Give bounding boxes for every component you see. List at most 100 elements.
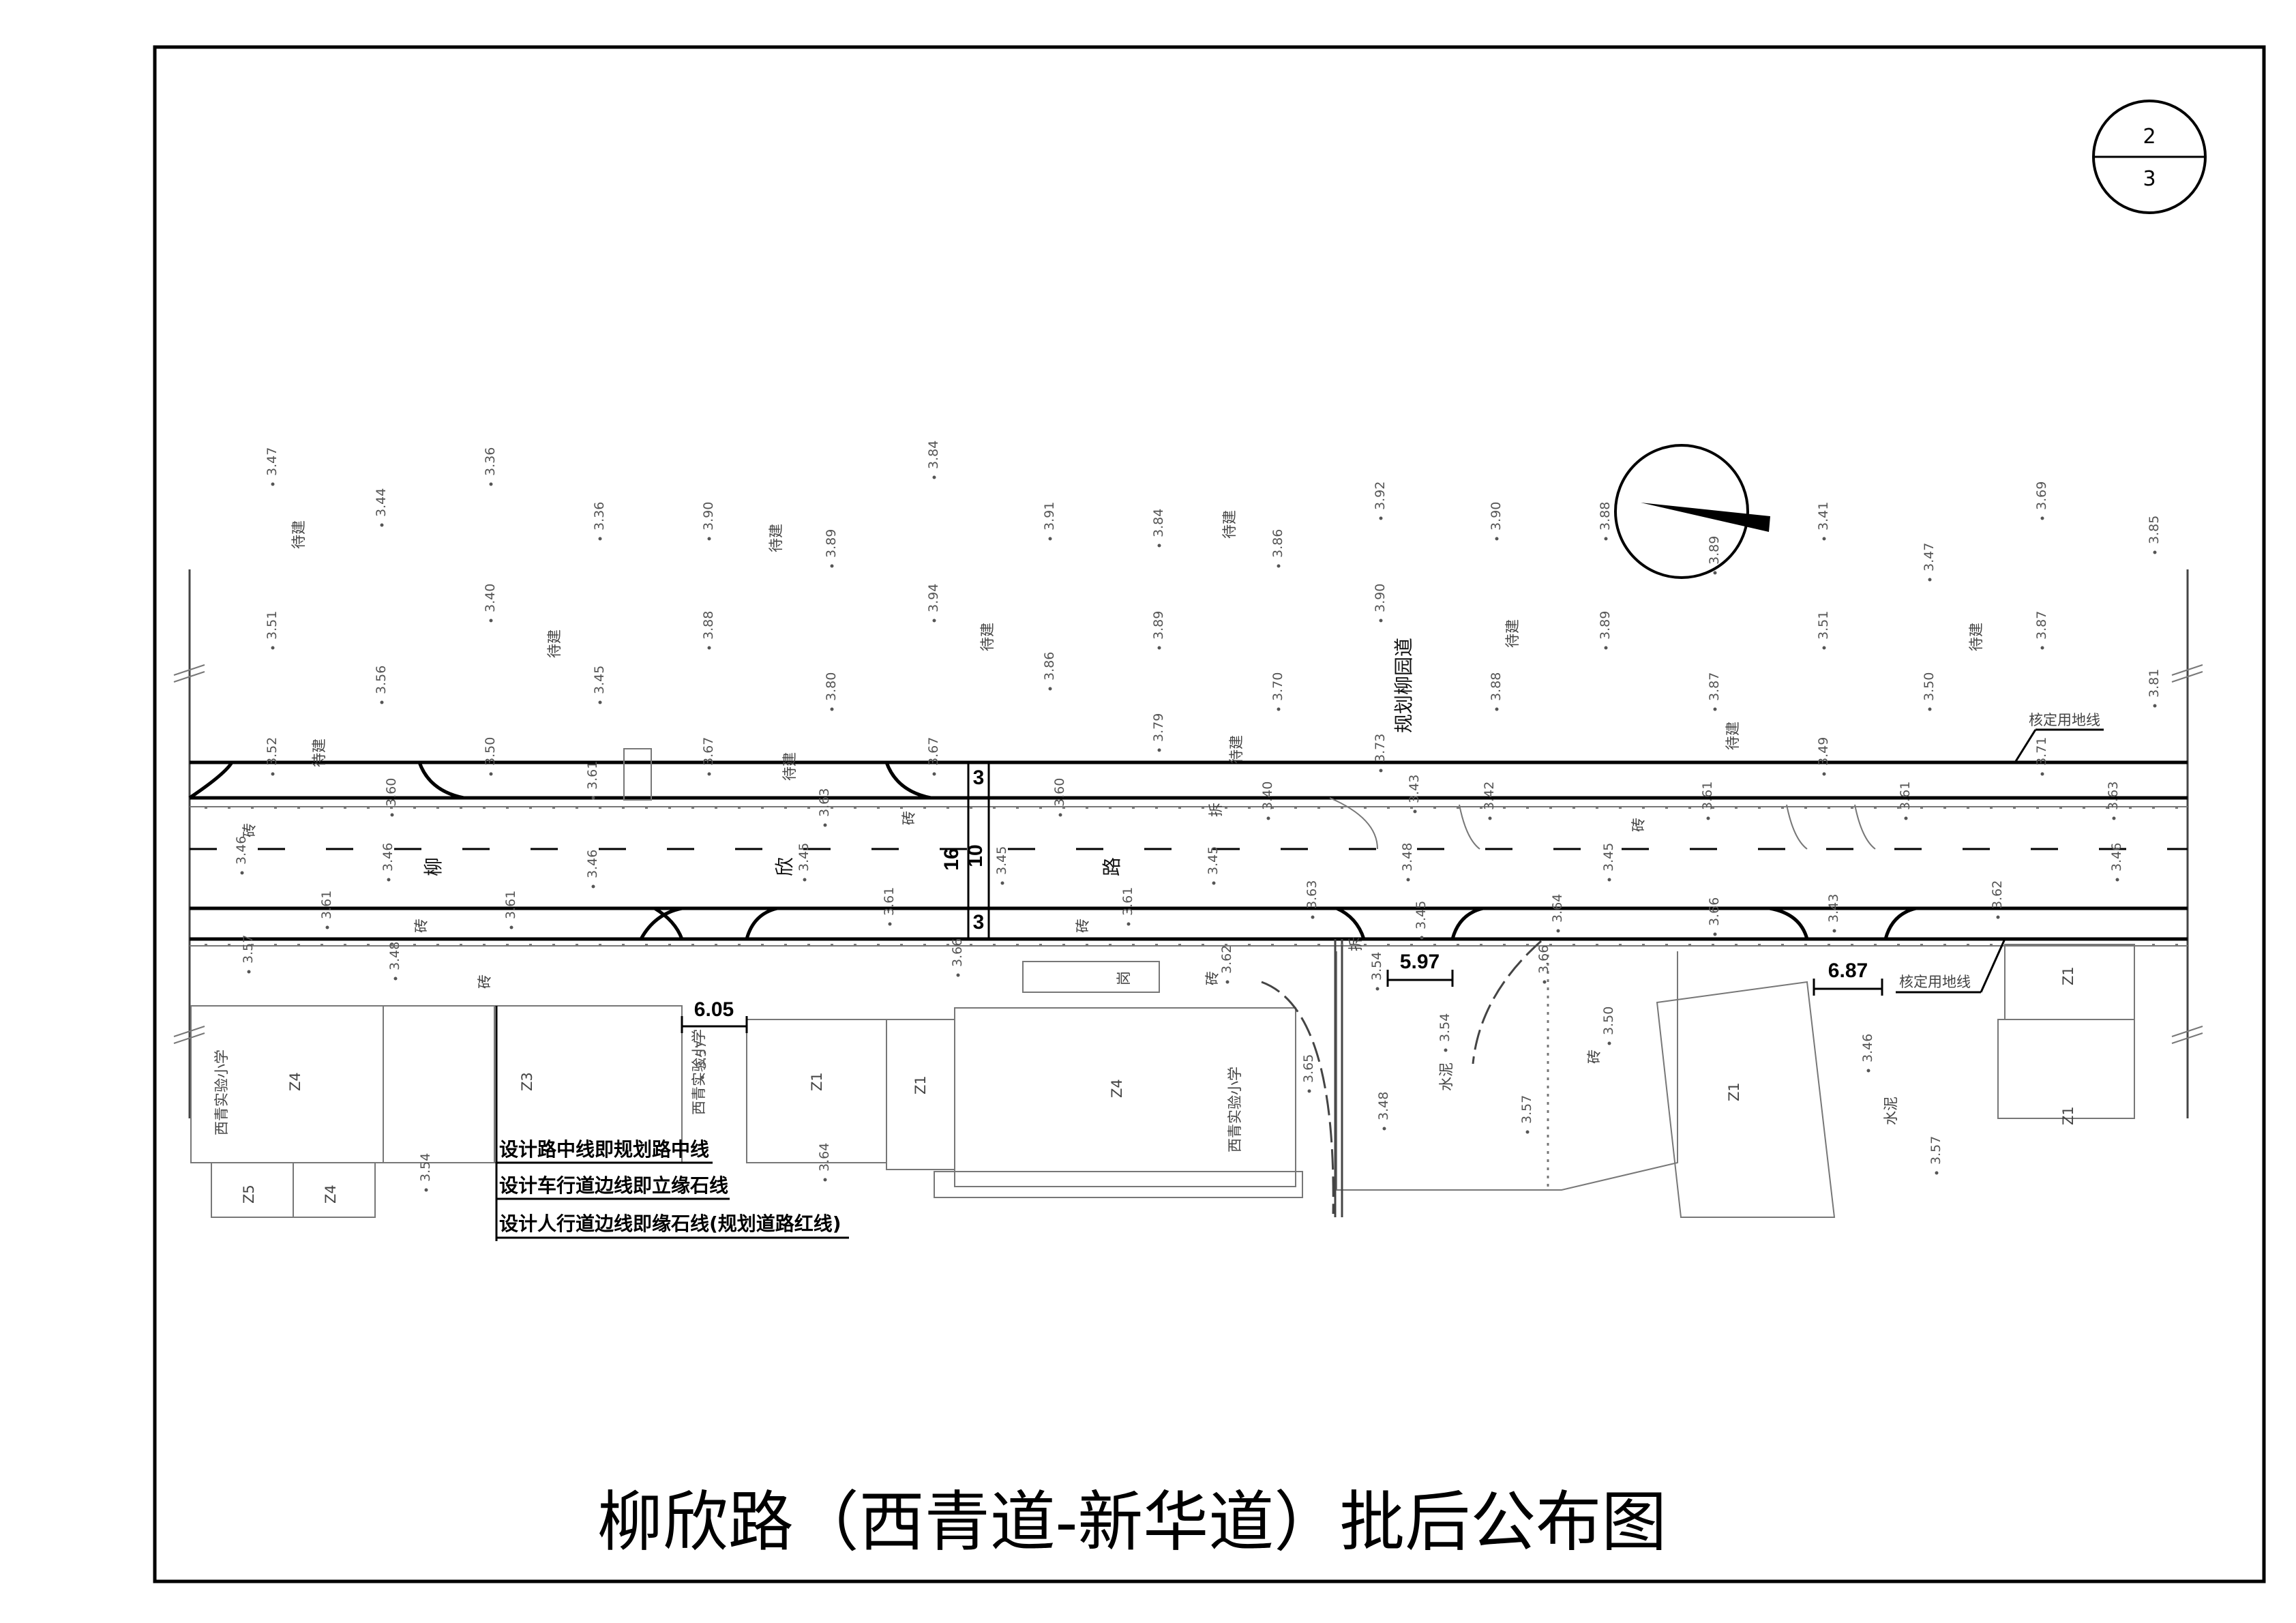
elevation-point-dot xyxy=(1904,816,1908,820)
elevation-point-dot xyxy=(390,813,394,817)
dim-setback-c: 6.87 xyxy=(1828,959,1868,982)
block-label: Z1 xyxy=(2060,1106,2076,1125)
elevation-label: 3.61 xyxy=(882,887,897,916)
elevation-point-dot xyxy=(1713,571,1717,575)
elevation-label: 3.54 xyxy=(418,1153,433,1182)
block-label: Z1 xyxy=(1726,1082,1742,1101)
elevation-label: 3.85 xyxy=(2147,516,2162,544)
callout-south: 核定用地线 xyxy=(1896,938,2006,994)
elevation-point-dot xyxy=(271,482,275,486)
elevation-point-dot xyxy=(1277,564,1281,568)
dim-lane-width: 10 xyxy=(964,844,987,867)
elevation-label: 3.90 xyxy=(1489,502,1504,531)
elevation-label: 3.86 xyxy=(1270,529,1285,558)
road-name-char-3: 路 xyxy=(1101,857,1123,876)
block-labels: Z4 Z3 Z1 Z1 Z4 Z1 Z1 Z1 Z5 Z4 xyxy=(241,966,2076,1204)
elevation-point-dot xyxy=(1542,980,1547,984)
elevation-point-dot xyxy=(1822,646,1826,650)
elevation-point-dot xyxy=(888,922,892,926)
elevation-point-dot xyxy=(1713,707,1717,711)
intersections xyxy=(188,761,1917,940)
elevation-label: 3.44 xyxy=(374,488,389,517)
elevation-point-dot xyxy=(707,537,711,541)
setback-dimensions: 6.05 5.97 6.87 xyxy=(681,951,1883,1033)
legend-item-red-line: 设计人行道边线即缘石线(规划道路红线) xyxy=(499,1212,841,1235)
elevation-label: 3.41 xyxy=(1816,502,1831,531)
label-brick: 砖 xyxy=(1586,1049,1602,1064)
elevation-point-dot xyxy=(2115,878,2119,882)
legend-item-curb: 设计车行道边线即立缘石线 xyxy=(499,1174,728,1197)
elevation-label: 3.36 xyxy=(592,502,607,531)
elevation-point-dot xyxy=(1058,813,1062,817)
elevation-point-dot xyxy=(932,475,936,479)
dim-north-sidewalk: 3 xyxy=(973,766,985,789)
dim-total-width: 16 xyxy=(940,848,963,870)
elevation-label: 3.84 xyxy=(1151,509,1166,537)
elevation-label: 3.45 xyxy=(796,843,811,872)
elevation-point-dot xyxy=(325,925,329,929)
sheet-number: 2 xyxy=(2143,125,2156,149)
elevation-point-dot xyxy=(424,1188,428,1192)
elevation-point-dot xyxy=(1928,578,1932,582)
elevation-label: 3.57 xyxy=(241,935,256,964)
label-brick: 砖 xyxy=(241,823,258,837)
callout-land-line-south: 核定用地线 xyxy=(1899,974,1971,990)
elevation-label: 3.61 xyxy=(1898,781,1913,810)
label-to-build: 待建 xyxy=(979,623,996,651)
elevation-label: 3.71 xyxy=(2034,737,2049,766)
elevation-point-dot xyxy=(1379,619,1383,623)
elevation-label: 3.61 xyxy=(1120,887,1135,916)
elevation-point-dot xyxy=(1822,537,1826,541)
elevation-label: 3.42 xyxy=(1482,781,1497,810)
elevation-label: 3.61 xyxy=(503,891,518,919)
elevation-label: 3.50 xyxy=(1922,672,1937,701)
elevation-point-dot xyxy=(509,925,513,929)
block-label: Z1 xyxy=(809,1072,825,1091)
elevation-label: 3.91 xyxy=(1042,502,1057,531)
elevation-label: 3.60 xyxy=(384,778,399,807)
label-school: 西青实验小学 xyxy=(691,1029,707,1115)
elevation-point-dot xyxy=(1607,1041,1611,1045)
elevation-label: 3.65 xyxy=(1301,1054,1316,1083)
block-label: Z1 xyxy=(2060,966,2076,985)
annotation-labels: 待建 待建 待建 待建 待建 待建 待建 待建 待建 待建 待建 西青实验小学 … xyxy=(213,510,1984,1152)
elevation-point-dot xyxy=(2112,816,2116,820)
label-to-build: 待建 xyxy=(1968,623,1984,651)
elevation-point-dot xyxy=(803,878,807,882)
elevation-label: 3.63 xyxy=(1304,880,1320,909)
elevation-point-dot xyxy=(1157,544,1161,548)
elevation-point-dot xyxy=(1379,769,1383,773)
planned-road-label: 规划柳园道 xyxy=(1392,638,1415,733)
elevation-point-dot xyxy=(1127,922,1131,926)
elevation-label: 3.92 xyxy=(1373,481,1388,510)
elevation-label: 3.47 xyxy=(265,447,280,476)
elevation-label: 3.61 xyxy=(1700,781,1715,810)
elevation-label: 3.45 xyxy=(592,666,607,694)
label-brick: 砖 xyxy=(1630,818,1647,832)
elevation-point-dot xyxy=(1713,932,1717,936)
elevation-label: 3.94 xyxy=(926,584,941,612)
elevation-label: 3.87 xyxy=(1707,672,1722,701)
elevation-label: 3.46 xyxy=(585,850,600,878)
elevation-point-dot xyxy=(1996,915,2000,919)
elevation-point-dot xyxy=(1157,646,1161,650)
elevation-point-dot xyxy=(1495,707,1499,711)
elevation-label: 3.67 xyxy=(926,737,941,766)
label-brick: 砖 xyxy=(477,974,493,989)
elevation-label: 3.50 xyxy=(1601,1007,1616,1035)
label-to-build: 待建 xyxy=(1725,721,1741,750)
elevation-point-dot xyxy=(1266,816,1270,820)
elevation-label: 3.62 xyxy=(1990,880,2005,909)
north-details xyxy=(205,748,2188,945)
elevation-label: 3.89 xyxy=(824,529,839,558)
elevation-label: 3.43 xyxy=(1826,894,1841,923)
label-ticket-booth: 岗 xyxy=(1116,971,1132,985)
elevation-label: 3.50 xyxy=(483,737,498,766)
elevation-point-dot xyxy=(707,772,711,776)
sheet-total: 3 xyxy=(2143,167,2156,191)
dim-setback-a: 6.05 xyxy=(694,998,734,1021)
label-demolish: 拆 xyxy=(1208,803,1224,817)
block-label: Z1 xyxy=(912,1075,929,1095)
elevation-label: 3.56 xyxy=(374,666,389,694)
